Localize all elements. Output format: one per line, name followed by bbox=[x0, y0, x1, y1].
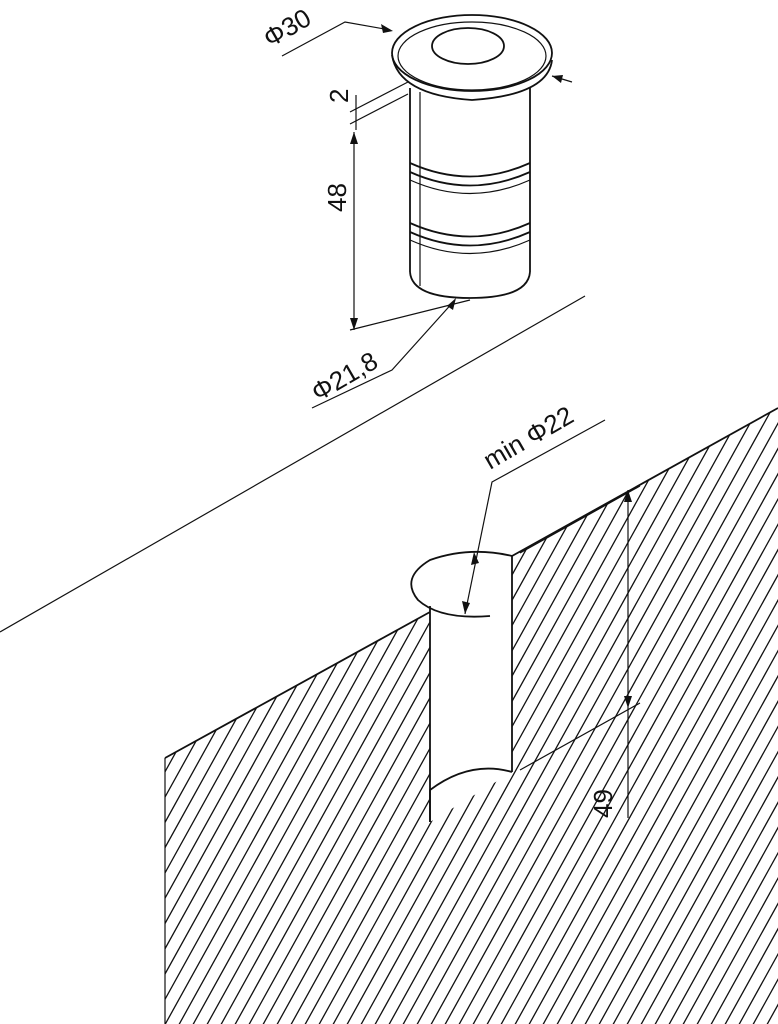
hatch-line bbox=[679, 408, 778, 1024]
dim-body-leader bbox=[311, 299, 456, 409]
lens bbox=[431, 27, 505, 65]
hatch-line bbox=[165, 408, 397, 1024]
hatch-line bbox=[399, 408, 761, 1024]
hatch-line bbox=[259, 408, 621, 1024]
hatch-line bbox=[693, 408, 778, 1024]
hatch-line bbox=[525, 408, 778, 1024]
hatch-line bbox=[175, 408, 537, 1024]
hatch-line bbox=[165, 408, 229, 1024]
hatch-line bbox=[203, 408, 565, 1024]
hatch-line bbox=[165, 408, 453, 1024]
hatch-line bbox=[707, 408, 778, 1024]
hatch-line bbox=[165, 408, 327, 1024]
hatch-line bbox=[165, 408, 523, 1024]
dim-head-diameter: Φ30 bbox=[258, 2, 316, 53]
dim-hole-depth: 49 bbox=[588, 789, 618, 818]
hatch-line bbox=[469, 408, 778, 1024]
hatch-line bbox=[0, 380, 158, 1024]
dim-body-diameter: Φ21,8 bbox=[306, 346, 383, 408]
flange-side bbox=[391, 54, 553, 101]
hatch-line bbox=[165, 408, 411, 1024]
hole-drawing: min Φ22 49 bbox=[0, 380, 778, 1024]
dim-head-leader bbox=[281, 21, 391, 57]
hatch-line bbox=[165, 408, 201, 1024]
hatch-line bbox=[165, 408, 495, 1024]
hatch-line bbox=[567, 408, 778, 1024]
hatch-line bbox=[595, 408, 778, 1024]
hatch-line bbox=[165, 408, 425, 1024]
hatch-line bbox=[357, 408, 719, 1024]
hatch-line bbox=[385, 408, 747, 1024]
hatch-line bbox=[343, 408, 705, 1024]
hatch-line bbox=[735, 408, 778, 1024]
hatch-line bbox=[165, 408, 467, 1024]
hatch-line bbox=[441, 408, 778, 1024]
hole-opening bbox=[410, 550, 513, 618]
hatch-line bbox=[483, 408, 778, 1024]
hatch-line bbox=[511, 408, 778, 1024]
hatch-line bbox=[217, 408, 579, 1024]
hatch-line bbox=[0, 380, 130, 1024]
hatch-line bbox=[0, 380, 74, 1024]
hatch-line bbox=[189, 408, 551, 1024]
hatch-line bbox=[165, 408, 271, 1024]
hatch-line bbox=[301, 408, 663, 1024]
hatch-line bbox=[273, 408, 635, 1024]
hatch-line bbox=[165, 408, 509, 1024]
hatch-line bbox=[623, 408, 778, 1024]
hatch-line bbox=[0, 380, 116, 1024]
hatch-line bbox=[497, 408, 778, 1024]
hatch-line bbox=[287, 408, 649, 1024]
hatch-line bbox=[231, 408, 593, 1024]
dim-body-length: 48 bbox=[322, 183, 352, 212]
hatch-line bbox=[665, 408, 778, 1024]
hatch-line bbox=[165, 408, 481, 1024]
hatch-line bbox=[553, 408, 778, 1024]
hatch-line bbox=[637, 408, 778, 1024]
hatch-line bbox=[609, 408, 778, 1024]
hatch-line bbox=[0, 380, 144, 1024]
hatch-line bbox=[455, 408, 778, 1024]
hatch-line bbox=[165, 408, 383, 1024]
hatch-line bbox=[581, 408, 778, 1024]
hatch-line bbox=[165, 408, 439, 1024]
dim-flange-thickness: 2 bbox=[324, 89, 354, 103]
hatch-line bbox=[165, 408, 257, 1024]
hatch-line bbox=[165, 408, 285, 1024]
hatch-line bbox=[165, 408, 187, 1024]
dim-hole-leader bbox=[464, 419, 606, 615]
hatch-line bbox=[315, 408, 677, 1024]
hatch-line bbox=[165, 408, 173, 1024]
body-bottom bbox=[409, 271, 531, 299]
hatch-line bbox=[539, 408, 778, 1024]
hatch-line bbox=[0, 380, 102, 1024]
hatch-line bbox=[0, 380, 60, 1024]
surface-line bbox=[0, 295, 586, 633]
hatch-line bbox=[165, 408, 215, 1024]
hatch-line bbox=[413, 408, 775, 1024]
hatch-line bbox=[245, 408, 607, 1024]
flange-rim bbox=[397, 21, 547, 91]
hatch-line bbox=[0, 380, 88, 1024]
hatch-line bbox=[329, 408, 691, 1024]
ring-lower bbox=[409, 222, 531, 238]
flange-top bbox=[391, 14, 553, 92]
fixture-drawing: Φ30 2 48 Φ21,8 bbox=[0, 2, 586, 633]
hatch-line bbox=[371, 408, 733, 1024]
dim-hole-diameter: min Φ22 bbox=[478, 400, 579, 475]
ring-upper bbox=[409, 162, 531, 178]
ground-hatching bbox=[0, 380, 778, 1024]
hatch-line bbox=[165, 408, 369, 1024]
hatch-line bbox=[427, 408, 778, 1024]
hatch-line bbox=[651, 408, 778, 1024]
hole-bottom bbox=[429, 767, 513, 822]
hatch-line bbox=[165, 408, 299, 1024]
hatch-line bbox=[165, 408, 243, 1024]
